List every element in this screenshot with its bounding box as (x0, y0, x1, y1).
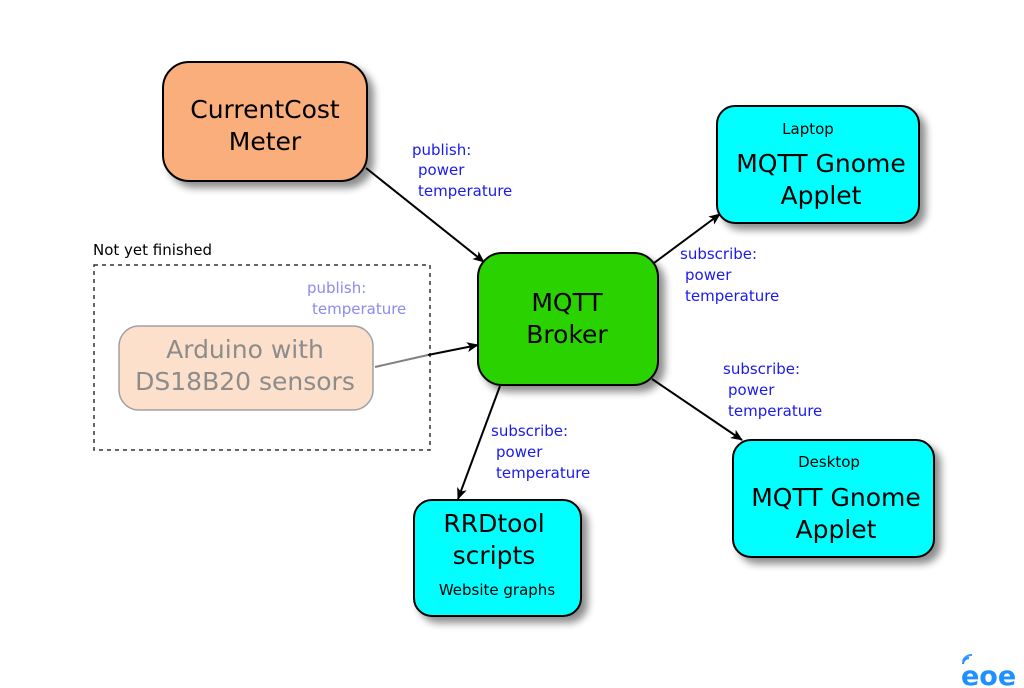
label-currentcost-publish: publish: power temperature (412, 141, 512, 200)
edge-arduino-to-broker-tail (427, 342, 479, 356)
label-line: power (728, 381, 775, 399)
node-laptop-applet: Laptop MQTT Gnome Applet (716, 105, 920, 224)
label-rrdtool-subscribe: subscribe: power temperature (491, 422, 590, 482)
label-line: subscribe: (680, 245, 757, 263)
node-currentcost-meter: CurrentCost Meter (162, 61, 368, 182)
node-mqtt-broker: MQTT Broker (477, 252, 659, 386)
group-label: Not yet finished (93, 241, 212, 259)
edge-broker-to-rrdtool (457, 385, 501, 500)
node-subtitle: Website graphs (439, 581, 555, 599)
label-line: power (418, 161, 465, 179)
label-line: temperature (418, 182, 512, 200)
edge-broker-to-desktop (651, 378, 743, 441)
edge-currentcost-to-broker (365, 167, 485, 263)
label-laptop-subscribe: subscribe: power temperature (680, 245, 779, 305)
label-desktop-subscribe: subscribe: power temperature (723, 360, 822, 420)
node-caption: Laptop (782, 120, 834, 138)
edge-arduino-to-broker (374, 354, 429, 368)
node-title-line1: MQTT Gnome (736, 149, 906, 178)
logo-text: eoe (961, 661, 1016, 688)
node-title-line1: RRDtool (443, 509, 544, 538)
node-title-line1: Arduino with (166, 335, 324, 364)
node-title-line1: CurrentCost (190, 95, 340, 124)
label-line: temperature (685, 287, 779, 305)
node-caption: Desktop (798, 453, 860, 471)
node-title-line2: DS18B20 sensors (135, 367, 355, 396)
label-line: temperature (496, 464, 590, 482)
edge-broker-to-laptop (653, 213, 721, 264)
label-line: publish: (412, 141, 471, 159)
node-title-line2: Meter (229, 127, 302, 156)
node-arduino: Arduino with DS18B20 sensors (118, 325, 374, 411)
node-title-line1: MQTT (531, 288, 603, 317)
node-title-line2: scripts (453, 541, 536, 570)
label-line: subscribe: (723, 360, 800, 378)
label-line: subscribe: (491, 422, 568, 440)
node-desktop-applet: Desktop MQTT Gnome Applet (732, 439, 935, 558)
node-title-line1: MQTT Gnome (751, 483, 921, 512)
wifi-signal-icon (962, 654, 973, 665)
node-title-line2: Broker (526, 320, 608, 349)
node-rrdtool-scripts: RRDtool scripts Website graphs (413, 499, 582, 617)
label-line: temperature (728, 402, 822, 420)
eoe-logo: eoe (961, 654, 1016, 688)
label-line: power (496, 443, 543, 461)
label-line: publish: (307, 279, 366, 297)
label-arduino-publish: publish: temperature (307, 279, 406, 318)
node-title-line2: Applet (781, 181, 862, 210)
node-title-line2: Applet (796, 515, 877, 544)
label-line: power (685, 266, 732, 284)
label-line: temperature (312, 300, 406, 318)
not-finished-group (93, 264, 431, 451)
